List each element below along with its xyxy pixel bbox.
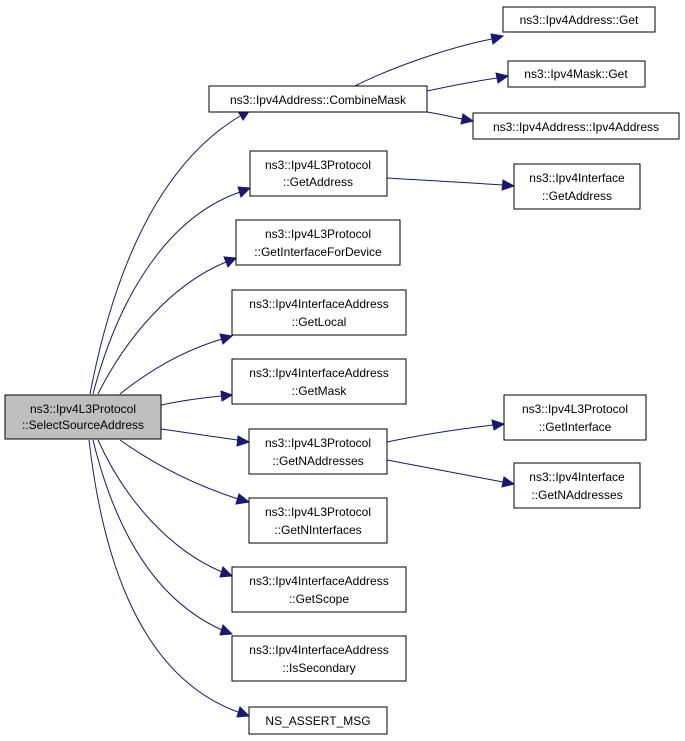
node-ipv4interfaceaddress-getmask[interactable]: ns3::Ipv4InterfaceAddress ::GetMask bbox=[231, 358, 407, 405]
node-select-source-address[interactable]: ns3::Ipv4L3Protocol ::SelectSourceAddres… bbox=[4, 394, 162, 440]
node-label-line-2: ::GetAddress bbox=[283, 175, 353, 189]
edge-l3-get-naddresses-to-iface-get-naddresses bbox=[386, 459, 504, 483]
edge-l3-get-address-to-iface-get-address bbox=[386, 177, 504, 186]
edge-arrow bbox=[491, 419, 506, 431]
edge-root-to-combine-mask bbox=[89, 115, 241, 395]
node-ipv4interface-getnaddresses[interactable]: ns3::Ipv4Interface ::GetNAddresses bbox=[513, 462, 641, 509]
node-label-line-1: ns3::Ipv4Mask::Get bbox=[524, 67, 628, 81]
node-label-line-1: NS_ASSERT_MSG bbox=[265, 714, 370, 728]
node-label-line-2: ::IsSecondary bbox=[282, 661, 355, 675]
node-label-line-1: ns3::Ipv4Interface bbox=[529, 470, 625, 484]
edge-combine-mask-to-mask-get bbox=[426, 77, 498, 92]
node-label-line-1: ns3::Ipv4L3Protocol bbox=[265, 436, 371, 450]
edge-arrow bbox=[219, 624, 234, 636]
edge-combine-mask-to-addr-get bbox=[354, 38, 493, 87]
edge-arrow bbox=[501, 476, 516, 488]
node-ns-assert-msg[interactable]: NS_ASSERT_MSG bbox=[248, 706, 388, 735]
nodes: ns3::Ipv4L3Protocol ::SelectSourceAddres… bbox=[4, 6, 680, 735]
node-label-line-2: ::SelectSourceAddress bbox=[22, 418, 144, 432]
edge-root-to-l3-get-address bbox=[92, 191, 241, 395]
node-label-line-2: ::GetInterface bbox=[539, 420, 612, 434]
edge-arrow bbox=[223, 256, 238, 268]
edge-combine-mask-to-addr-ctor bbox=[426, 111, 463, 120]
edge-root-to-l3-get-iface-for-device bbox=[97, 261, 227, 395]
edge-arrow bbox=[236, 706, 251, 718]
node-label-line-2: ::GetNAddresses bbox=[531, 488, 622, 502]
node-ipv4interfaceaddress-getlocal[interactable]: ns3::Ipv4InterfaceAddress ::GetLocal bbox=[231, 289, 407, 336]
node-label-line-2: ::GetInterfaceForDevice bbox=[254, 245, 382, 259]
edge-arrow bbox=[490, 33, 505, 45]
node-label-line-1: ns3::Ipv4InterfaceAddress bbox=[249, 297, 388, 311]
node-label-line-1: ns3::Ipv4L3Protocol bbox=[265, 227, 371, 241]
edge-root-to-l3-get-ninterfaces bbox=[119, 439, 239, 500]
node-ipv4address-combinemask[interactable]: ns3::Ipv4Address::CombineMask bbox=[208, 85, 428, 113]
node-ipv4address-ipv4address[interactable]: ns3::Ipv4Address::Ipv4Address bbox=[472, 112, 680, 140]
node-label-line-1: ns3::Ipv4Address::Ipv4Address bbox=[493, 120, 659, 134]
edge-l3-get-naddresses-to-l3-get-interface bbox=[386, 424, 494, 443]
edge-arrow bbox=[495, 72, 510, 84]
node-label-line-1: ns3::Ipv4L3Protocol bbox=[265, 505, 371, 519]
node-ipv4mask-get[interactable]: ns3::Ipv4Mask::Get bbox=[507, 60, 646, 88]
node-label-line-2: ::GetAddress bbox=[542, 189, 612, 203]
node-label-line-1: ns3::Ipv4L3Protocol bbox=[522, 402, 628, 416]
edge-arrow bbox=[219, 333, 234, 345]
node-ipv4interfaceaddress-getscope[interactable]: ns3::Ipv4InterfaceAddress ::GetScope bbox=[231, 566, 407, 613]
node-ipv4l3protocol-getinterfacefordevice[interactable]: ns3::Ipv4L3Protocol ::GetInterfaceForDev… bbox=[235, 219, 401, 266]
node-label-line-2: ::GetScope bbox=[289, 592, 349, 606]
node-label-line-2: ::GetLocal bbox=[292, 315, 347, 329]
node-ipv4address-get[interactable]: ns3::Ipv4Address::Get bbox=[502, 6, 656, 33]
edge-root-to-ifaddr-is-secondary bbox=[92, 439, 223, 631]
node-label-line-1: ns3::Ipv4L3Protocol bbox=[265, 158, 371, 172]
node-label-line-1: ns3::Ipv4InterfaceAddress bbox=[249, 643, 388, 657]
node-label-line-1: ns3::Ipv4Address::CombineMask bbox=[230, 93, 407, 107]
node-ipv4l3protocol-getnaddresses[interactable]: ns3::Ipv4L3Protocol ::GetNAddresses bbox=[248, 428, 388, 475]
node-label-line-1: ns3::Ipv4L3Protocol bbox=[30, 402, 136, 416]
node-ipv4l3protocol-getninterfaces[interactable]: ns3::Ipv4L3Protocol ::GetNInterfaces bbox=[248, 497, 388, 544]
edge-arrow bbox=[220, 390, 234, 402]
node-label-line-2: ::GetMask bbox=[292, 384, 348, 398]
node-label-line-1: ns3::Ipv4Interface bbox=[529, 171, 625, 185]
node-label-line-1: ns3::Ipv4InterfaceAddress bbox=[249, 574, 388, 588]
edge-root-to-ifaddr-get-mask bbox=[160, 395, 222, 406]
edge-arrow bbox=[235, 493, 251, 505]
edge-root-to-l3-get-naddresses bbox=[160, 428, 239, 441]
node-label-line-2: ::GetNAddresses bbox=[272, 454, 363, 468]
node-ipv4interfaceaddress-issecondary[interactable]: ns3::Ipv4InterfaceAddress ::IsSecondary bbox=[231, 635, 407, 682]
node-ipv4interface-getaddress[interactable]: ns3::Ipv4Interface ::GetAddress bbox=[513, 163, 641, 210]
edge-root-to-ifaddr-get-local bbox=[119, 338, 223, 395]
edge-arrow bbox=[219, 566, 234, 578]
edge-arrow bbox=[460, 113, 475, 125]
node-label-line-1: ns3::Ipv4Address::Get bbox=[520, 13, 639, 27]
edge-arrow bbox=[501, 179, 516, 191]
edge-root-to-ns-assert-msg bbox=[88, 439, 239, 713]
edges bbox=[88, 33, 516, 718]
node-ipv4l3protocol-getaddress[interactable]: ns3::Ipv4L3Protocol ::GetAddress bbox=[249, 150, 388, 197]
edge-arrow bbox=[237, 186, 252, 198]
node-label-line-2: ::GetNInterfaces bbox=[274, 523, 361, 537]
edge-root-to-ifaddr-get-scope bbox=[97, 439, 223, 573]
edge-arrow bbox=[236, 435, 251, 447]
node-label-line-1: ns3::Ipv4InterfaceAddress bbox=[249, 366, 388, 380]
node-ipv4l3protocol-getinterface[interactable]: ns3::Ipv4L3Protocol ::GetInterface bbox=[503, 394, 647, 441]
